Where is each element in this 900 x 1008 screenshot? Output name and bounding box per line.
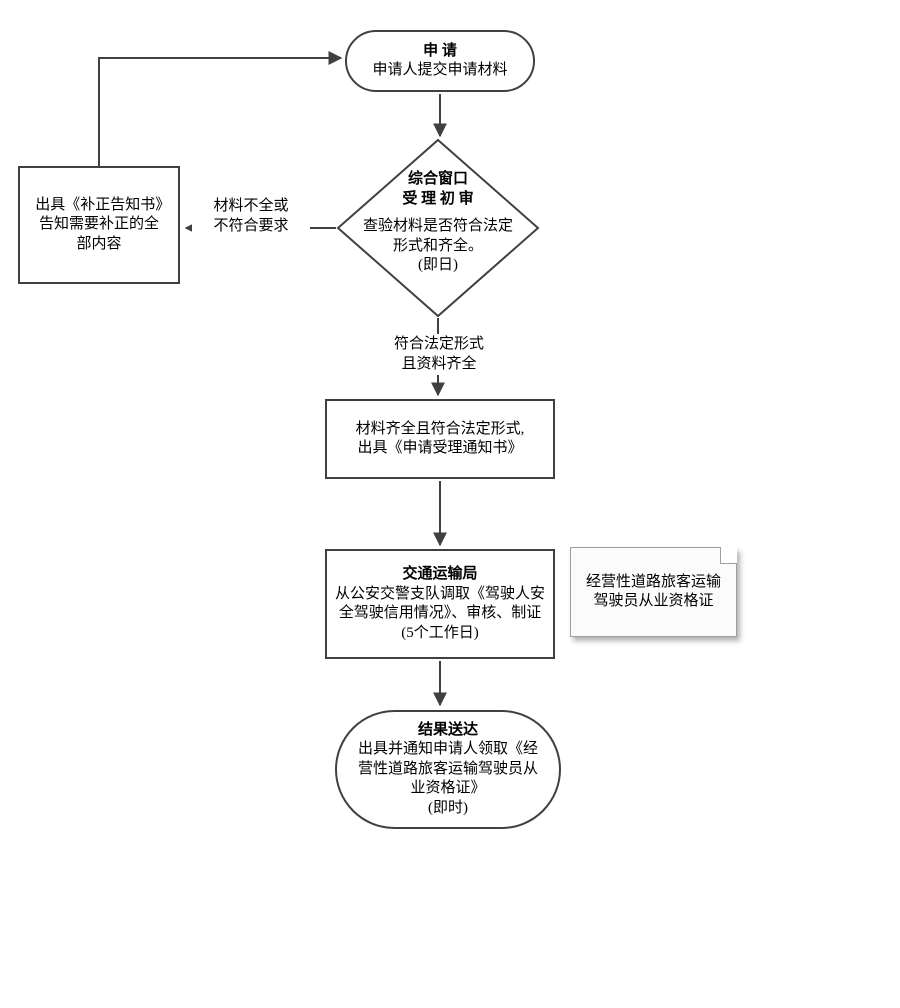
decision-body: 查验材料是否符合法定形式和齐全。 [363, 218, 514, 254]
start-node-title: 申 请 [423, 42, 457, 59]
result-title: 结果送达 [417, 721, 478, 738]
decision-node: 综合窗口 受 理 初 审 查验材料是否符合法定形式和齐全。 (即日) [363, 170, 513, 276]
edge-label-fail: 材料不全或 不符合要求 [192, 196, 310, 237]
result-body: 出具并通知申请人领取《经营性道路旅客运输驾驶员从业资格证》 [357, 741, 538, 797]
correction-body: 出具《补正告知书》告知需要补正的全部内容 [35, 196, 163, 252]
edge-correction-to-start [98, 51, 343, 166]
fail-label-line2: 不符合要求 [213, 217, 289, 234]
fail-label-line1: 材料不全或 [213, 198, 289, 214]
process-body: 从公安交警支队调取《驾驶人安全驾驶信用情况》、审核、制证 [335, 585, 546, 622]
note-line1: 经营性道路旅客运输 [585, 573, 721, 590]
decision-title-line2: 受 理 初 审 [402, 190, 474, 207]
pass-label-line2: 且资料齐全 [401, 355, 477, 372]
accept-line2: 出具《申请受理通知书》 [357, 440, 523, 456]
accept-line1: 材料齐全且符合法定形式, [355, 420, 525, 437]
start-node-body: 申请人提交申请材料 [372, 62, 508, 78]
edge-label-pass: 符合法定形式 且资料齐全 [380, 334, 498, 375]
pass-label-line1: 符合法定形式 [393, 336, 484, 352]
certificate-note: 经营性道路旅客运输 驾驶员从业资格证 [570, 547, 737, 637]
process-box: 交通运输局 从公安交警支队调取《驾驶人安全驾驶信用情况》、审核、制证 (5个工作… [325, 549, 555, 659]
result-node: 结果送达 出具并通知申请人领取《经营性道路旅客运输驾驶员从业资格证》 (即时) [335, 710, 561, 829]
result-duration: (即时) [428, 799, 468, 816]
process-title: 交通运输局 [402, 566, 478, 582]
accept-box: 材料齐全且符合法定形式, 出具《申请受理通知书》 [325, 399, 555, 479]
correction-box: 出具《补正告知书》告知需要补正的全部内容 [18, 166, 180, 284]
start-node: 申 请 申请人提交申请材料 [345, 30, 535, 92]
note-line2: 驾驶员从业资格证 [593, 593, 714, 609]
note-fold-corner [720, 547, 737, 564]
process-duration: (5个工作日) [401, 624, 479, 641]
decision-diamond-shape [336, 138, 540, 318]
decision-title-line1: 综合窗口 [407, 171, 468, 187]
decision-duration: (即日) [418, 257, 458, 273]
